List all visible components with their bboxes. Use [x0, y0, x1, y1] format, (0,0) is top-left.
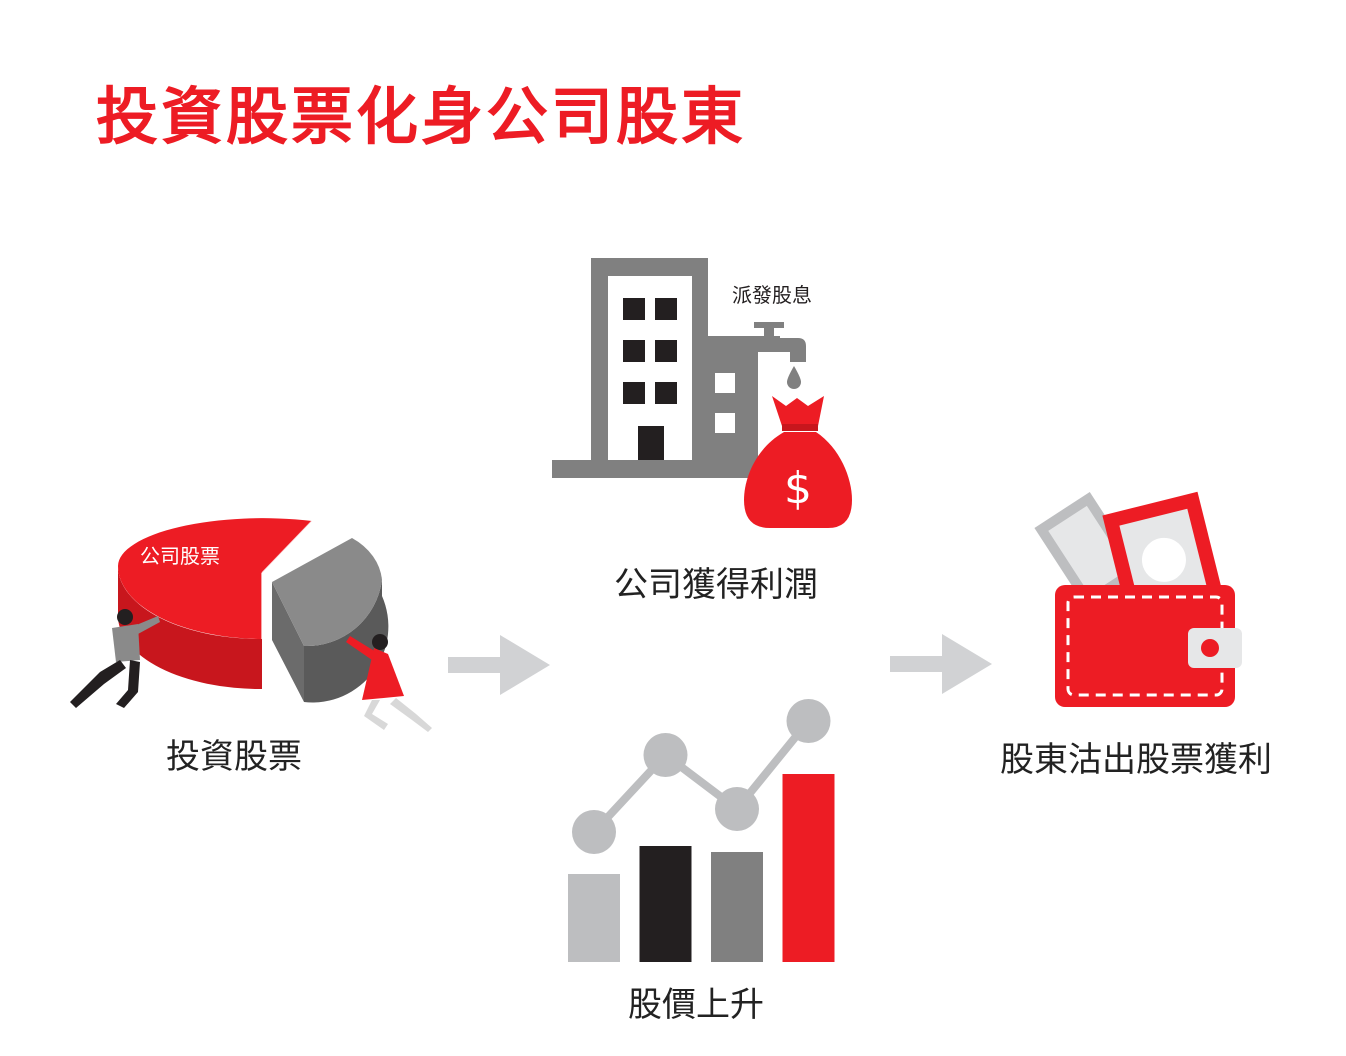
dividend-label: 派發股息 — [732, 283, 812, 307]
chart-point — [643, 733, 688, 777]
man-pushing-figure — [70, 609, 160, 708]
chart-bar — [711, 852, 763, 962]
pie-grey-side-flat — [272, 582, 304, 702]
annex-building — [708, 336, 758, 460]
chart-bar — [568, 874, 620, 962]
pie-red-side — [118, 566, 262, 690]
page-title: 投資股票化身公司股東 — [96, 80, 747, 153]
chart-point — [786, 699, 831, 743]
pie-grey-top — [272, 538, 382, 647]
pie-label: 公司股票 — [140, 544, 220, 568]
step-caption-invest: 投資股票 — [166, 737, 302, 777]
water-tap-icon — [754, 322, 806, 389]
step-caption-price: 股價上升 — [628, 985, 764, 1025]
chart-point — [715, 787, 759, 831]
price-trend-line — [591, 718, 812, 835]
ground-bar — [552, 460, 790, 478]
woman-pushing-figure — [346, 634, 432, 732]
chart-bar — [639, 846, 692, 962]
building-door — [638, 426, 664, 460]
building-tap-money-bag-icon: $ 派發股息 — [552, 258, 852, 528]
wallet-cash-icon — [1034, 491, 1242, 707]
money-bag-icon: $ — [744, 396, 852, 528]
chart-point — [572, 810, 616, 854]
arrow-right-icon — [890, 634, 992, 694]
step-caption-profit: 公司獲得利潤 — [614, 565, 818, 605]
pie-grey-side-curve — [304, 580, 389, 703]
pie-red-top — [118, 518, 312, 639]
pie-chart-people-pushing-icon: 公司股票 — [70, 518, 432, 732]
arrow-right-icon — [448, 635, 550, 695]
step-caption-sell: 股東沽出股票獲利 — [1000, 740, 1272, 780]
svg-text:$: $ — [784, 463, 812, 514]
rising-bar-line-chart-icon — [568, 699, 835, 962]
wallet-body — [1055, 585, 1235, 707]
chart-bar — [782, 774, 835, 962]
